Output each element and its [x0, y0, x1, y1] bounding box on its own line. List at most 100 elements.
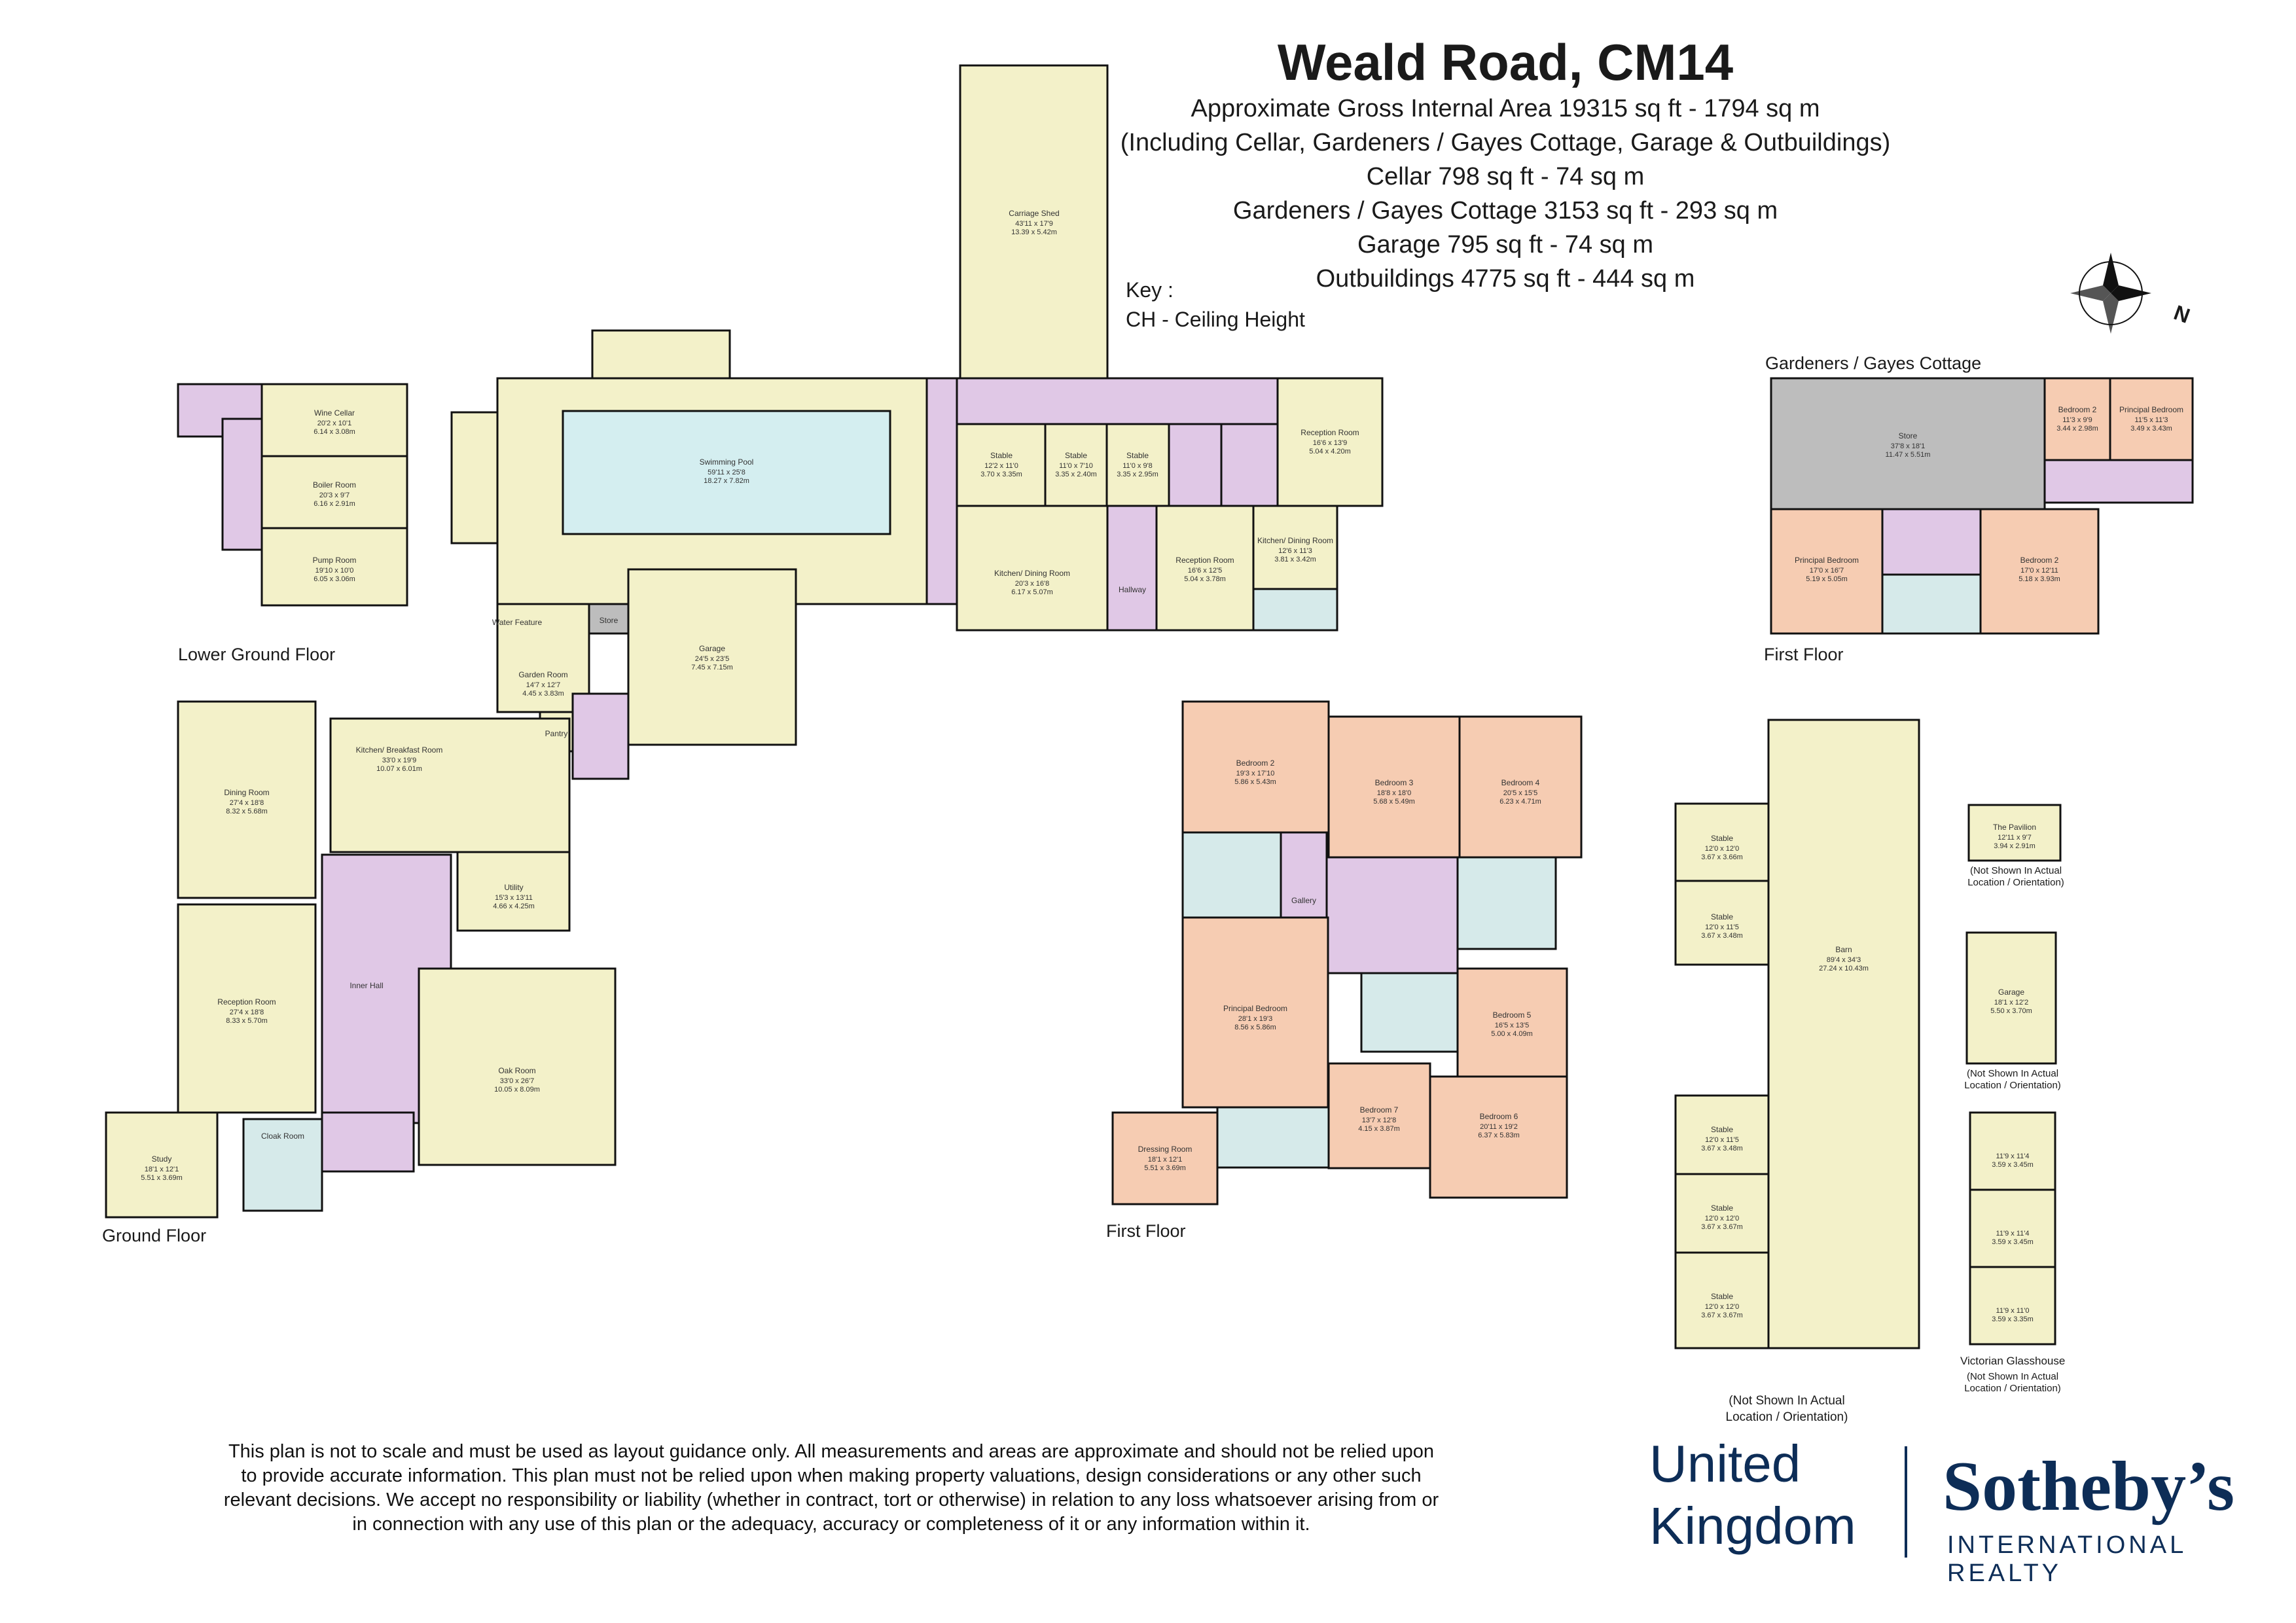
- room-dim-principal-bedroom: 28'1 x 19'3: [1238, 1015, 1273, 1023]
- room-name-bedroom4: Bedroom 4: [1501, 778, 1540, 787]
- room-dim-garage-out: 5.50 x 3.70m: [1990, 1007, 2032, 1015]
- room-name-cottage-bed2b: Bedroom 2: [2020, 556, 2059, 565]
- room-name-water-feature: Water Feature: [492, 618, 543, 627]
- floor-label-ground: Ground Floor: [102, 1226, 207, 1245]
- room-dim-barn-stable2: 3.67 x 3.48m: [1701, 932, 1743, 940]
- room-name-garage-main: Garage: [699, 644, 725, 653]
- room-name-reception-room: Reception Room: [217, 997, 276, 1007]
- floor-label-first: First Floor: [1106, 1221, 1186, 1241]
- room-name-barn-stable1: Stable: [1711, 834, 1733, 843]
- room-name-barn-stable4: Stable: [1711, 1204, 1733, 1213]
- room-name-cottage-store: Store: [1899, 431, 1918, 440]
- boiler-room-shape: [260, 455, 408, 529]
- room-name-bedroom5: Bedroom 5: [1493, 1010, 1532, 1020]
- cottage-bed2b-shape: [1979, 508, 2100, 635]
- room-name-dressing-room: Dressing Room: [1138, 1145, 1193, 1154]
- garage-out-shape: [1965, 931, 2057, 1065]
- room-name-pump-room: Pump Room: [313, 556, 357, 565]
- room-dim-wine-cellar: 20'2 x 10'1: [317, 419, 352, 427]
- room-dim-barn-stable1: 12'0 x 12'0: [1705, 845, 1740, 853]
- room-dim-barn-stable3: 12'0 x 11'5: [1705, 1136, 1739, 1144]
- room-name-hallway: Hallway: [1119, 585, 1146, 594]
- room-dim-reception-gc: 5.04 x 4.20m: [1309, 448, 1351, 455]
- room-dim-wine-cellar: 6.14 x 3.08m: [314, 428, 355, 436]
- room-dim-oak-room: 33'0 x 26'7: [500, 1077, 535, 1085]
- floor-label-lower-ground: Lower Ground Floor: [178, 645, 336, 664]
- cottage-bed2a-shape: [2043, 377, 2111, 461]
- room-dim-barn: 27.24 x 10.43m: [1819, 965, 1869, 972]
- room-dim-barn-stable5: 12'0 x 12'0: [1705, 1303, 1740, 1311]
- room-dim-boiler-room: 6.16 x 2.91m: [314, 500, 355, 508]
- porch-shape: [321, 1111, 415, 1173]
- room-dim-stable-a: 3.70 x 3.35m: [980, 471, 1022, 478]
- area-total: Approximate Gross Internal Area 19315 sq…: [1191, 95, 1820, 122]
- reception-room-shape: [177, 903, 317, 1114]
- cottage-princ-a-shape: [2109, 377, 2194, 461]
- store-small-shape: [588, 603, 630, 635]
- stable-b-shape: [1044, 423, 1108, 507]
- room-name-store-small: Store: [600, 616, 619, 625]
- room-name-cottage-princ-a: Principal Bedroom: [2119, 405, 2183, 414]
- room-name-dining-room: Dining Room: [224, 788, 269, 797]
- cottage-bath-shape: [1881, 573, 1982, 635]
- room-dim-cottage-princ-a: 3.49 x 3.43m: [2130, 425, 2172, 433]
- glass-not-shown-2: Location / Orientation): [1964, 1383, 2061, 1394]
- room-dim-utility: 15'3 x 13'11: [495, 894, 533, 902]
- room-dim-pavilion: 3.94 x 2.91m: [1994, 842, 2036, 850]
- room-name-bedroom2: Bedroom 2: [1236, 758, 1275, 768]
- room-dim-barn-stable1: 3.67 x 3.66m: [1701, 853, 1743, 861]
- room-dim-glass1: 11'9 x 11'4: [1996, 1152, 2030, 1160]
- area-cellar: Cellar 798 sq ft - 74 sq m: [1366, 163, 1645, 190]
- carriage-shed-shape: [959, 64, 1109, 380]
- pavilion-not-shown-1: (Not Shown In Actual: [1969, 865, 2062, 876]
- room-dim-bedroom6: 20'11 x 19'2: [1480, 1123, 1518, 1131]
- reception-gc2-shape: [1155, 505, 1255, 632]
- pump-room-shape: [260, 527, 408, 607]
- room-dim-barn: 89'4 x 34'3: [1827, 956, 1861, 964]
- room-dim-principal-bedroom: 8.56 x 5.86m: [1234, 1024, 1276, 1031]
- kitchen-breakfast-shape: [329, 717, 571, 853]
- room-dim-kitchen-gc1: 20'3 x 16'8: [1015, 580, 1050, 588]
- bedroom2-shape: [1181, 700, 1330, 834]
- room-name-gallery: Gallery: [1291, 896, 1316, 905]
- room-dim-kitchen-gc1: 6.17 x 5.07m: [1011, 588, 1053, 596]
- room-dim-oak-room: 10.05 x 8.09m: [494, 1086, 540, 1094]
- area-garage: Garage 795 sq ft - 74 sq m: [1357, 231, 1653, 259]
- room-name-oak-room: Oak Room: [498, 1066, 535, 1075]
- room-dim-cottage-bed2b: 5.18 x 3.93m: [2018, 575, 2060, 583]
- first-bath-shape: [1360, 972, 1459, 1053]
- room-name-garden-room: Garden Room: [518, 670, 567, 679]
- room-dim-glass3: 3.59 x 3.35m: [1992, 1315, 2034, 1323]
- room-dim-barn-stable2: 12'0 x 11'5: [1705, 923, 1739, 931]
- room-dim-barn-stable3: 3.67 x 3.48m: [1701, 1145, 1743, 1152]
- room-name-cloak-room: Cloak Room: [261, 1132, 304, 1141]
- room-name-barn-stable2: Stable: [1711, 912, 1733, 921]
- room-dim-pavilion: 12'11 x 9'7: [1998, 834, 2032, 842]
- room-dim-reception-room: 27'4 x 18'8: [230, 1008, 264, 1016]
- room-dim-barn-stable4: 3.67 x 3.67m: [1701, 1223, 1743, 1231]
- room-dim-glass2: 3.59 x 3.45m: [1992, 1238, 2034, 1246]
- pool-side-corridor: [925, 377, 958, 605]
- room-dim-cottage-store: 11.47 x 5.51m: [1886, 451, 1931, 459]
- room-dim-stable-b: 3.35 x 2.40m: [1055, 471, 1097, 478]
- principal-bath-shape: [1216, 1106, 1330, 1169]
- garage-not-shown-2: Location / Orientation): [1964, 1080, 2061, 1091]
- glass2-shape: [1969, 1188, 2056, 1268]
- utility-shape: [456, 851, 571, 932]
- room-name-boiler-room: Boiler Room: [313, 480, 356, 490]
- area-cottage: Gardeners / Gayes Cottage 3153 sq ft - 2…: [1232, 197, 1778, 224]
- room-dim-garage-out: 18'1 x 12'2: [1994, 999, 2029, 1007]
- brand-sothebys-logo: Sotheby’s: [1943, 1448, 2235, 1525]
- glass3-shape: [1969, 1266, 2056, 1346]
- room-dim-cottage-bed2b: 17'0 x 12'11: [2020, 567, 2058, 575]
- landing-shape: [1325, 856, 1459, 974]
- room-dim-pump-room: 19'10 x 10'0: [315, 567, 354, 575]
- room-dim-bedroom2: 5.86 x 5.43m: [1234, 778, 1276, 786]
- glass-not-shown-1: (Not Shown In Actual: [1966, 1371, 2059, 1382]
- garage-main-shape: [627, 568, 797, 746]
- room-name-bedroom6: Bedroom 6: [1480, 1112, 1518, 1121]
- pavilion-not-shown-2: Location / Orientation): [1967, 877, 2064, 888]
- room-dim-reception-room: 8.33 x 5.70m: [226, 1017, 268, 1025]
- room-name-cottage-princ-b: Principal Bedroom: [1795, 556, 1859, 565]
- room-dim-barn-stable5: 3.67 x 3.67m: [1701, 1311, 1743, 1319]
